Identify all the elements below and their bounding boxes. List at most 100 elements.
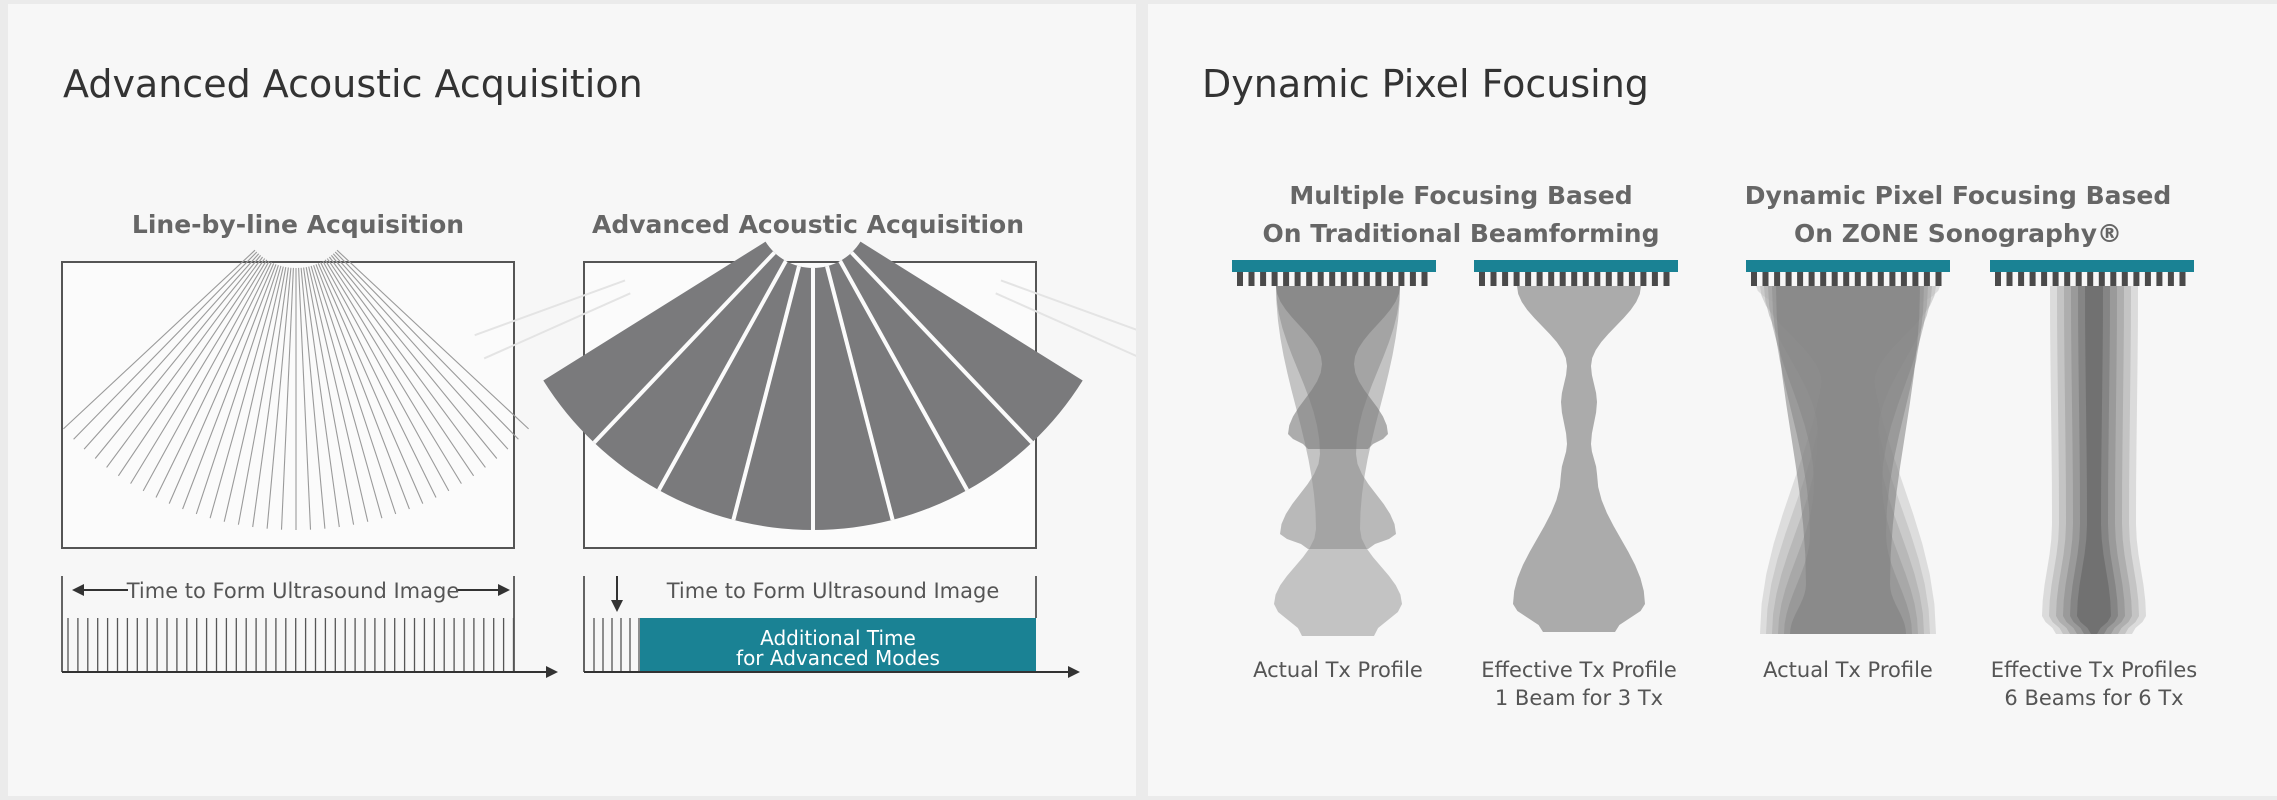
scan-line xyxy=(223,266,284,522)
transducer-array-1 xyxy=(1232,260,1436,286)
scan-line xyxy=(313,265,397,515)
transducer-element xyxy=(2156,272,2163,286)
transducer-element xyxy=(1594,272,1601,286)
transducer-element xyxy=(1923,272,1930,286)
transducer-element xyxy=(1525,272,1532,286)
profile4-label-line2: 6 Beams for 6 Tx xyxy=(2004,686,2183,710)
faint-ray xyxy=(1000,279,1136,331)
transducer-element xyxy=(2075,272,2082,286)
scan-line xyxy=(130,259,268,484)
transducer-element xyxy=(1617,272,1624,286)
beam-divider xyxy=(850,251,1034,445)
transducer-element xyxy=(1502,272,1509,286)
line-by-line-title: Line-by-line Acquisition xyxy=(132,210,464,239)
transducer-element xyxy=(1889,272,1896,286)
transducer-element xyxy=(2133,272,2140,286)
profile2-label-line2: 1 Beam for 3 Tx xyxy=(1495,686,1663,710)
line-by-line-time-ticks xyxy=(67,618,515,672)
transducer-element xyxy=(1663,272,1670,286)
beam-divider xyxy=(592,251,776,445)
beam-divider xyxy=(825,265,895,521)
advanced-acquisition-title: Advanced Acoustic Acquisition xyxy=(592,210,1024,239)
scan-line xyxy=(326,258,475,477)
transducer-element xyxy=(2041,272,2048,286)
transducer-element xyxy=(1306,272,1313,286)
scan-line xyxy=(332,253,509,450)
actual-tx-profile-traditional xyxy=(1274,286,1402,636)
scan-line xyxy=(317,263,424,504)
transducer-element xyxy=(1762,272,1769,286)
transducer-element xyxy=(1363,272,1370,286)
profile2-label-line1: Effective Tx Profile xyxy=(1481,658,1677,682)
actual-tx-profile-zone xyxy=(1756,286,1940,634)
transducer-element xyxy=(1329,272,1336,286)
scan-line xyxy=(209,265,282,519)
transducer-element xyxy=(1582,272,1589,286)
transducer-element xyxy=(1640,272,1647,286)
transducer-element xyxy=(1912,272,1919,286)
effective-beam xyxy=(1513,286,1645,632)
group1-title-line2: On Traditional Beamforming xyxy=(1263,219,1660,248)
transducer-element xyxy=(1398,272,1405,286)
transducer-element xyxy=(1559,272,1566,286)
transducer-element xyxy=(1237,272,1243,286)
scan-line xyxy=(83,253,260,450)
transducer-array-2 xyxy=(1474,260,1678,286)
transducer-element xyxy=(1877,272,1884,286)
panel-advanced-acoustic-acquisition: Advanced Acoustic Acquisition Line-by-li… xyxy=(8,4,1136,796)
faint-ray xyxy=(474,279,626,337)
transducer-element xyxy=(1995,272,2001,286)
effective-tx-profile-traditional xyxy=(1513,286,1645,632)
transducer-bar xyxy=(1232,260,1436,272)
transducer-element xyxy=(2064,272,2071,286)
transducer-element xyxy=(1248,272,1255,286)
timeline2-label: Time to Form Ultrasound Image xyxy=(666,579,1000,603)
faint-ray xyxy=(483,292,631,360)
beam-divider xyxy=(657,260,788,492)
transducer-array-4 xyxy=(1990,260,2194,286)
transducer-element xyxy=(1386,272,1393,286)
transducer-element xyxy=(1513,272,1520,286)
transducer-element xyxy=(1774,272,1781,286)
transducer-element xyxy=(2110,272,2117,286)
transducer-bar xyxy=(1746,260,1950,272)
transducer-element xyxy=(1854,272,1861,286)
scan-line xyxy=(106,256,264,468)
effective-tx-profiles-zone xyxy=(2042,286,2146,634)
transducer-element xyxy=(1317,272,1324,286)
transducer-element xyxy=(1808,272,1815,286)
scan-line xyxy=(155,262,272,498)
beam-divider xyxy=(731,265,801,521)
scan-line xyxy=(303,267,340,528)
scan-line xyxy=(300,267,326,529)
profile1-label: Actual Tx Profile xyxy=(1253,658,1423,682)
transducer-element xyxy=(1935,272,1942,286)
panel-dynamic-pixel-focusing: Dynamic Pixel Focusing Multiple Focusing… xyxy=(1148,4,2277,796)
transducer-element xyxy=(2098,272,2105,286)
transducer-element xyxy=(1751,272,1757,286)
additional-time-block xyxy=(640,618,1036,672)
scan-line xyxy=(237,267,287,525)
scan-line xyxy=(298,267,312,530)
scan-line xyxy=(117,258,266,477)
transducer-element xyxy=(1375,272,1382,286)
transducer-element xyxy=(2179,272,2186,286)
transducer-element xyxy=(1536,272,1543,286)
transducer-element xyxy=(1628,272,1635,286)
scan-line xyxy=(310,265,383,519)
transducer-element xyxy=(1797,272,1804,286)
transducer-element xyxy=(2121,272,2128,286)
transducer-element xyxy=(2167,272,2174,286)
profile4-label-line1: Effective Tx Profiles xyxy=(1991,658,2197,682)
transducer-element xyxy=(1651,272,1658,286)
transducer-bar xyxy=(1474,260,1678,272)
transducer-element xyxy=(1900,272,1907,286)
scan-line xyxy=(308,266,369,522)
transducer-bar xyxy=(1990,260,2194,272)
beam-divider xyxy=(838,260,969,492)
scan-line xyxy=(182,264,277,510)
zone-beam xyxy=(1776,286,1920,634)
scan-line xyxy=(266,267,292,529)
scan-line xyxy=(320,262,437,498)
advanced-acquisition-time-ticks xyxy=(593,618,640,672)
